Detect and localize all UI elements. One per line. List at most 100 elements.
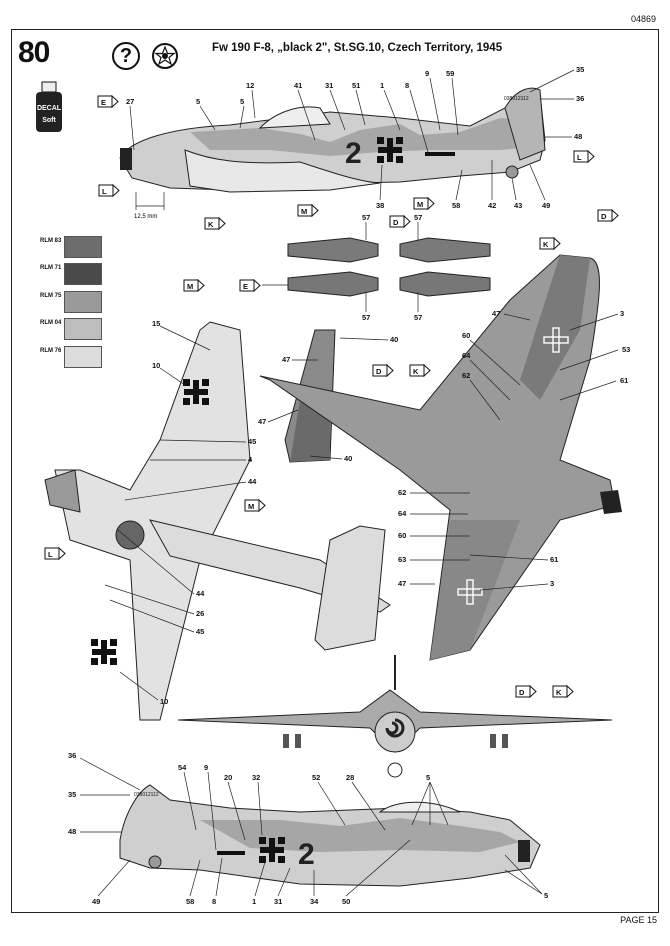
svg-text:43: 43 [514, 201, 522, 210]
svg-text:31: 31 [325, 81, 333, 90]
svg-text:9: 9 [425, 69, 429, 78]
decal-line2: Soft [42, 117, 56, 124]
svg-text:M: M [301, 207, 307, 216]
front-view: D K [177, 655, 613, 778]
color-tags-top: E E D L L K M M [97, 95, 619, 292]
svg-text:E: E [101, 98, 106, 107]
svg-text:K: K [413, 367, 419, 376]
svg-text:47: 47 [492, 309, 500, 318]
svg-text:5: 5 [240, 97, 244, 106]
underside-view: 15 10 45 4 44 44 26 45 10 M M L [44, 279, 391, 721]
svg-text:49: 49 [542, 201, 550, 210]
svg-text:5: 5 [196, 97, 200, 106]
svg-text:57: 57 [362, 313, 370, 322]
svg-text:57: 57 [414, 313, 422, 322]
svg-text:45: 45 [196, 627, 204, 636]
svg-text:K: K [543, 240, 549, 249]
svg-text:57: 57 [414, 213, 422, 222]
svg-text:41: 41 [294, 81, 302, 90]
legend-label-rlm04: RLM 04 [40, 320, 62, 326]
svg-text:L: L [577, 153, 582, 162]
svg-text:47: 47 [258, 417, 266, 426]
svg-text:3: 3 [550, 579, 554, 588]
svg-text:K: K [556, 688, 562, 697]
svg-text:48: 48 [574, 132, 582, 141]
svg-text:9: 9 [204, 763, 208, 772]
svg-text:K: K [208, 220, 214, 229]
side-view-top: 2 038012112 12,5 mm [119, 87, 546, 220]
page-title: Fw 190 F-8, „black 2", St.SG.10, Czech T… [212, 42, 503, 54]
svg-text:63: 63 [398, 555, 406, 564]
svg-text:58: 58 [186, 897, 194, 906]
svg-text:D: D [601, 212, 607, 221]
upper-wing-view: 47 3 60 64 53 62 61 62 64 60 63 61 47 3 … [259, 254, 630, 661]
svg-text:36: 36 [68, 751, 76, 760]
svg-text:D: D [376, 367, 382, 376]
svg-text:5: 5 [426, 773, 430, 782]
svg-text:42: 42 [488, 201, 496, 210]
page-label: PAGE 15 [620, 915, 657, 925]
svg-text:10: 10 [160, 697, 168, 706]
svg-text:44: 44 [248, 477, 257, 486]
svg-text:64: 64 [462, 351, 471, 360]
svg-text:62: 62 [398, 488, 406, 497]
dimension-label: 12,5 mm [134, 214, 157, 220]
svg-text:20: 20 [224, 773, 232, 782]
svg-text:L: L [102, 187, 107, 196]
svg-text:60: 60 [462, 331, 470, 340]
svg-text:M: M [187, 282, 193, 291]
doc-number: 04869 [630, 14, 656, 24]
star-icon [152, 43, 178, 69]
legend-label-rlm75: RLM 75 [40, 293, 62, 299]
svg-text:36: 36 [576, 94, 584, 103]
swatch-rlm71 [64, 263, 102, 285]
svg-text:1: 1 [380, 81, 384, 90]
svg-text:57: 57 [362, 213, 370, 222]
svg-text:D: D [519, 688, 525, 697]
step-number: 80 [18, 36, 50, 69]
svg-text:L: L [48, 550, 53, 559]
serial-top: 038012112 [504, 96, 529, 102]
svg-text:40: 40 [344, 454, 352, 463]
svg-text:50: 50 [342, 897, 350, 906]
svg-text:47: 47 [282, 355, 290, 364]
svg-text:32: 32 [252, 773, 260, 782]
legend-label-rlm71: RLM 71 [40, 265, 62, 271]
drop-tanks: 57 57 57 57 D K [262, 213, 561, 322]
svg-text:27: 27 [126, 97, 134, 106]
svg-text:61: 61 [550, 555, 558, 564]
svg-text:52: 52 [312, 773, 320, 782]
svg-text:12: 12 [246, 81, 254, 90]
legend-label-rlm83: RLM 83 [40, 238, 62, 244]
svg-text:8: 8 [212, 897, 216, 906]
svg-text:59: 59 [446, 69, 454, 78]
legend-label-rlm76: RLM 76 [40, 348, 62, 354]
svg-text:28: 28 [346, 773, 354, 782]
svg-text:58: 58 [452, 201, 460, 210]
svg-text:26: 26 [196, 609, 204, 618]
serial-bottom: 038012112 [134, 792, 159, 798]
page-frame [11, 29, 659, 913]
svg-text:E: E [243, 282, 248, 291]
fuselage-number-bottom: 2 [298, 838, 315, 871]
svg-text:61: 61 [620, 376, 628, 385]
svg-text:44: 44 [196, 589, 205, 598]
callouts-top: 27 5 5 12 41 31 51 1 8 9 59 35 36 48 49 … [126, 65, 584, 210]
swatch-rlm76 [64, 346, 102, 368]
svg-text:49: 49 [92, 897, 100, 906]
svg-text:38: 38 [376, 201, 384, 210]
svg-text:34: 34 [310, 897, 319, 906]
svg-text:15: 15 [152, 319, 160, 328]
svg-text:60: 60 [398, 531, 406, 540]
side-view-bottom: 2 038012112 36 35 48 49 54 9 20 32 52 28… [68, 751, 548, 906]
svg-text:31: 31 [274, 897, 282, 906]
decal-bottle-icon: DECAL Soft [36, 81, 62, 132]
svg-text:40: 40 [390, 335, 398, 344]
svg-text:45: 45 [248, 437, 256, 446]
svg-text:D: D [393, 218, 399, 227]
swatch-rlm04 [64, 318, 102, 340]
decal-line1: DECAL [37, 105, 62, 112]
svg-text:62: 62 [462, 371, 470, 380]
swatch-rlm83 [64, 236, 102, 258]
